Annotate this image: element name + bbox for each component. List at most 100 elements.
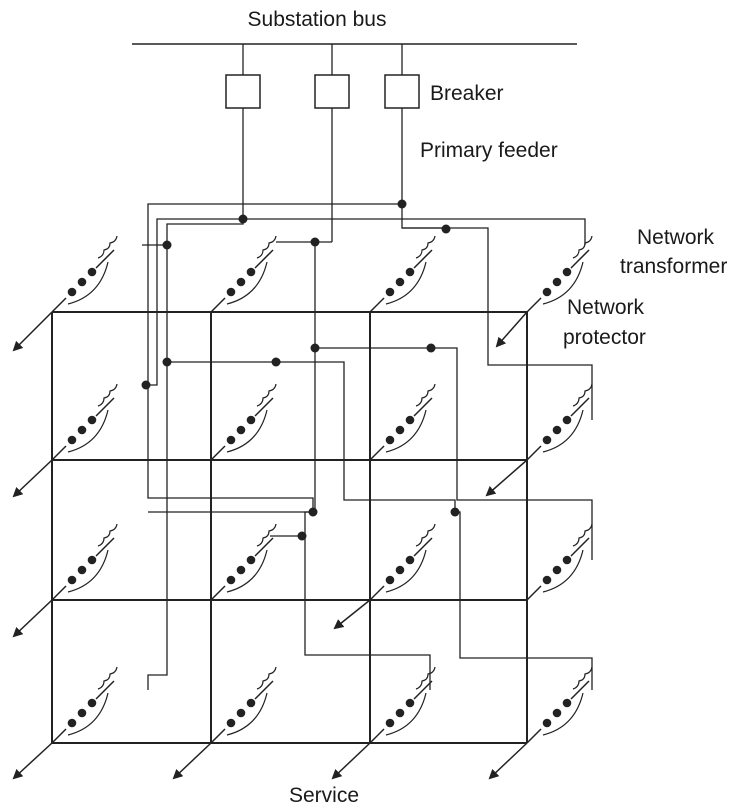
service-arrow: [333, 599, 371, 630]
substation-bus-label: Substation bus: [248, 8, 387, 31]
service-arrows: [12, 311, 528, 780]
protector-dot: [77, 708, 87, 718]
protector-dot: [385, 435, 395, 445]
protector-dot: [385, 575, 395, 585]
protector-dot: [77, 565, 87, 575]
network-transformer-label-line1: Network: [637, 226, 715, 249]
feeder-junctions: [141, 199, 460, 541]
network-transformer-unit: [51, 235, 118, 313]
protector-dot: [385, 287, 395, 297]
protector-dot: [226, 575, 236, 585]
network-transformer-unit: [210, 235, 277, 313]
network-transformer-unit: [369, 523, 436, 601]
protector-dot: [87, 555, 97, 565]
protector-dot: [405, 267, 415, 277]
protector-dot: [226, 435, 236, 445]
protector-dot: [236, 425, 246, 435]
network-transformer-unit: [369, 383, 436, 461]
protector-dot: [246, 267, 256, 277]
protector-dot: [542, 435, 552, 445]
protector-dot: [405, 415, 415, 425]
protector-dot: [552, 565, 562, 575]
protector-dot: [395, 425, 405, 435]
protector-dot: [246, 698, 256, 708]
protector-dot: [395, 277, 405, 287]
transformer-coil: [97, 666, 118, 690]
protector-dot: [552, 277, 562, 287]
network-transformer-unit: [369, 666, 436, 744]
transformer-coil: [415, 235, 436, 259]
protector-dot: [226, 718, 236, 728]
service-arrow: [12, 599, 53, 638]
protector-dot: [562, 415, 572, 425]
transformer-coil: [572, 235, 593, 259]
transformer-coil: [572, 523, 593, 547]
protector-dot: [552, 425, 562, 435]
protector-dot: [236, 277, 246, 287]
protector-dot: [67, 287, 77, 297]
network-transformer-unit: [51, 666, 118, 744]
network-transformer-unit: [526, 523, 593, 601]
transformer-coil: [256, 235, 277, 259]
network-transformer-unit: [210, 523, 277, 601]
protector-dot: [395, 708, 405, 718]
network-transformer-unit: [210, 383, 277, 461]
protector-dot: [562, 555, 572, 565]
service-arrow: [495, 311, 528, 348]
service-arrow: [485, 459, 528, 497]
protector-dot: [246, 415, 256, 425]
network-transformer-label-line2: transformer: [620, 255, 727, 278]
transformer-units: [51, 235, 593, 744]
transformer-coil: [415, 523, 436, 547]
protector-dot: [67, 435, 77, 445]
breaker-2: [314, 44, 350, 242]
protector-dot: [542, 575, 552, 585]
protector-dot: [77, 425, 87, 435]
network-transformer-unit: [526, 666, 593, 744]
protector-dot: [385, 718, 395, 728]
protector-dot: [246, 555, 256, 565]
protector-dot: [552, 708, 562, 718]
protector-dot: [226, 287, 236, 297]
protector-dot: [562, 698, 572, 708]
protector-dot: [542, 287, 552, 297]
network-transformer-unit: [526, 383, 593, 461]
breaker-1: [225, 44, 261, 219]
transformer-coil: [572, 383, 593, 407]
service-arrow: [12, 742, 53, 780]
network-transformer-unit: [51, 383, 118, 461]
transformer-coil: [415, 383, 436, 407]
transformer-coil: [97, 235, 118, 259]
transformer-coil: [572, 666, 593, 690]
transformer-coil: [256, 666, 277, 690]
primary-feeder-label: Primary feeder: [420, 139, 558, 162]
protector-dot: [67, 718, 77, 728]
transformer-coil: [97, 523, 118, 547]
transformer-coil: [256, 383, 277, 407]
network-protector-label-line1: Network: [567, 296, 645, 319]
breaker-label: Breaker: [430, 82, 504, 105]
protector-dot: [405, 698, 415, 708]
protector-dot: [67, 575, 77, 585]
network-transformer-unit: [51, 523, 118, 601]
network-protector-label-line2: protector: [563, 326, 646, 349]
protector-dot: [77, 277, 87, 287]
protector-dot: [236, 708, 246, 718]
breaker-3: [384, 44, 420, 204]
transformer-coil: [97, 383, 118, 407]
service-label: Service: [289, 784, 359, 807]
protector-dot: [405, 555, 415, 565]
network-transformer-unit: [210, 666, 277, 744]
protector-dot: [395, 565, 405, 575]
service-arrow: [12, 311, 53, 352]
service-arrow: [488, 742, 528, 780]
protector-dot: [87, 267, 97, 277]
secondary-network-grid: [51, 311, 528, 744]
protector-dot: [236, 565, 246, 575]
service-arrow: [172, 742, 212, 780]
primary-feeders: [142, 203, 593, 690]
protector-dot: [87, 698, 97, 708]
transformer-coil: [256, 523, 277, 547]
service-arrow: [12, 459, 53, 498]
